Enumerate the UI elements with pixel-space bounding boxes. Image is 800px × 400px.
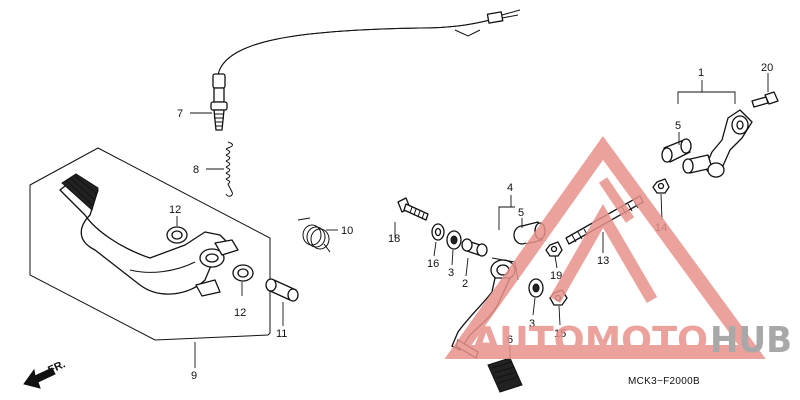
arm-bushing	[661, 138, 692, 163]
callout-6: 6	[507, 334, 513, 346]
callout-19: 19	[550, 270, 562, 282]
shift-collar	[461, 238, 488, 257]
brake-pedal	[59, 173, 239, 297]
brake-switch-cable	[217, 9, 521, 76]
callout-8: 8	[193, 164, 199, 176]
pivot-bushing-upper	[166, 226, 188, 244]
watermark-text-secondary: HUB	[710, 320, 792, 361]
arm-bolt	[751, 91, 779, 108]
callout-5-upper: 5	[675, 120, 681, 132]
return-spring	[297, 217, 331, 253]
callout-10: 10	[341, 225, 353, 237]
callout-3-lower: 3	[529, 318, 535, 330]
callout-18: 18	[388, 233, 400, 245]
watermark-text-primary: AUTOMOTO	[472, 320, 708, 361]
stop-switch	[210, 73, 228, 131]
callout-3-upper: 3	[448, 267, 454, 279]
front-label: FR.	[46, 358, 67, 376]
pedal-group-frame	[29, 147, 271, 341]
callout-11: 11	[276, 328, 287, 340]
front-arrow-icon	[23, 367, 56, 389]
callout-12-upper: 12	[169, 204, 181, 216]
washer	[431, 223, 445, 241]
callout-15: 15	[554, 328, 566, 340]
front-direction-indicator: FR.	[23, 358, 67, 389]
drawing-code: MCK3−F2000B	[628, 376, 700, 387]
callout-16: 16	[427, 258, 439, 270]
shift-rubber	[487, 357, 523, 393]
gearshift-arm	[682, 109, 753, 178]
pivot-collar	[265, 278, 299, 302]
callout-1: 1	[698, 67, 704, 79]
watermark-logo-icon	[444, 136, 766, 359]
callout-5-middle: 5	[518, 207, 524, 219]
callout-20: 20	[761, 62, 773, 74]
callout-12-lower: 12	[234, 307, 246, 319]
callout-7: 7	[177, 108, 183, 120]
callout-4: 4	[507, 182, 513, 194]
switch-spring	[225, 141, 233, 197]
pivot-bushing-lower	[232, 264, 254, 282]
callout-2: 2	[462, 278, 468, 290]
dust-seal-lower	[528, 278, 544, 298]
lock-nut-lower	[545, 241, 563, 257]
pivot-bolt	[397, 197, 429, 221]
dust-seal-upper	[446, 230, 462, 250]
lock-nut-upper	[652, 178, 670, 194]
callout-9: 9	[191, 370, 197, 382]
callout-13: 13	[597, 255, 609, 267]
watermark: AUTOMOTO HUB	[444, 136, 792, 361]
